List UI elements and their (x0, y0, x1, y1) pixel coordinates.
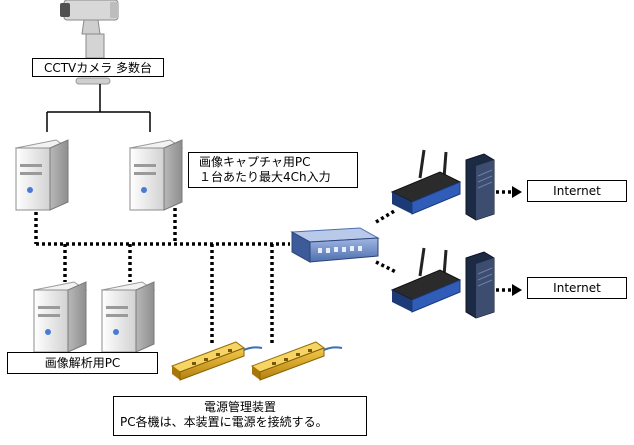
power-manager-label: 電源管理装置 PC各機は、本装置に電源を接続する。 (113, 396, 367, 436)
network-dotted-lines (34, 208, 397, 344)
wireless-router-icon-bottom (390, 247, 462, 313)
analysis-pc-label-text: 画像解析用PC (44, 356, 121, 370)
cctv-camera-icon (60, 0, 119, 85)
wireless-router-icon-top (390, 149, 462, 215)
camera-label-text: CCTVカメラ 多数台 (43, 61, 153, 75)
analysis-pc-1 (32, 281, 88, 353)
capture-pc-2 (128, 139, 184, 211)
analysis-pc-label: 画像解析用PC (7, 352, 158, 374)
power-strip-icon-1 (170, 341, 263, 381)
internet-label-bottom-text: Internet (553, 281, 601, 295)
internet-arrows (496, 190, 512, 292)
analysis-pc-2 (100, 281, 156, 353)
power-strip-icon-2 (250, 341, 343, 381)
capture-pc-label-line1: 画像キャプチャ用PC (199, 155, 311, 169)
camera-label: CCTVカメラ 多数台 (32, 58, 164, 77)
camera-connection-lines (46, 84, 151, 132)
internet-label-bottom: Internet (527, 277, 627, 299)
arrow-head-top (512, 186, 522, 198)
capture-pc-label: 画像キャプチャ用PC １台あたり最大4Ch入力 (188, 152, 358, 188)
network-hub-icon (290, 227, 380, 263)
modem-icon-top (465, 153, 495, 221)
capture-pc-label-line2: １台あたり最大4Ch入力 (199, 170, 331, 184)
power-manager-label-line2: PC各機は、本装置に電源を接続する。 (120, 415, 328, 429)
capture-pc-1 (14, 139, 70, 211)
internet-label-top-text: Internet (553, 184, 601, 198)
arrow-head-bottom (512, 284, 522, 296)
modem-icon-bottom (465, 251, 495, 319)
internet-label-top: Internet (527, 180, 627, 202)
power-manager-label-line1: 電源管理装置 (203, 400, 276, 414)
